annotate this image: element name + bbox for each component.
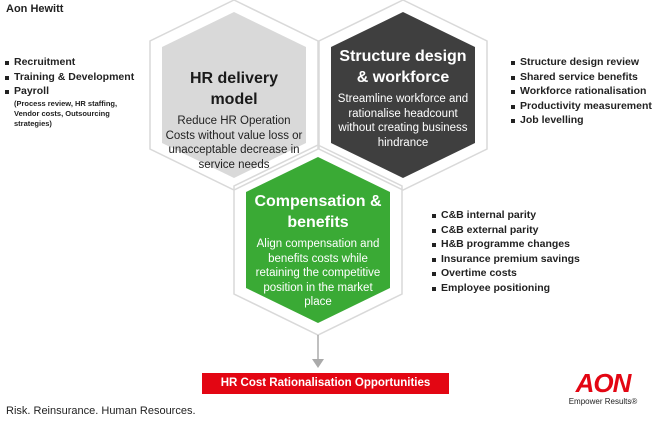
structure-hex [331,12,475,178]
hr-delivery-list: Recruitment Training & Development Payro… [4,55,152,99]
left-list-block: Recruitment Training & Development Payro… [4,55,152,129]
logo-wordmark: AON [575,368,632,398]
compensation-description: Align compensation and benefits costs wh… [255,238,381,308]
right-bottom-list-block: C&B internal parity C&B external parity … [431,208,580,295]
list-item: Recruitment [4,55,152,70]
compensation-title: Compensation & benefits [254,193,382,231]
hr-delivery-hex [162,12,306,178]
compensation-hex [246,157,390,323]
list-item: Shared service benefits [510,70,652,85]
list-item: Payroll [4,84,152,99]
list-item: Productivity measurement [510,99,652,114]
list-item: H&B programme changes [431,237,580,252]
footer-tagline: Risk. Reinsurance. Human Resources. [6,405,196,417]
structure-block: Structure design & workforce Streamline … [334,46,472,150]
list-item: Overtime costs [431,266,580,281]
payroll-note: (Process review, HR staffing, Vendor cos… [14,98,118,128]
hr-delivery-title: HR delivery model [189,70,279,108]
list-item: C&B internal parity [431,208,580,223]
structure-title: Structure design & workforce [339,48,467,86]
list-item: Job levelling [510,113,652,128]
list-item: C&B external parity [431,223,580,238]
list-item: Structure design review [510,55,652,70]
company-name: Aon Hewitt [6,3,64,15]
hr-delivery-description: Reduce HR Operation Costs without value … [165,115,303,171]
structure-list: Structure design review Shared service b… [510,55,652,128]
hr-delivery-block: HR delivery model Reduce HR Operation Co… [165,68,303,172]
opportunities-banner: HR Cost Rationalisation Opportunities [202,373,449,394]
list-item: Training & Development [4,70,152,85]
right-top-list-block: Structure design review Shared service b… [510,55,652,128]
compensation-block: Compensation & benefits Align compensati… [250,191,386,310]
list-item: Insurance premium savings [431,252,580,267]
logo-tagline: Empower Results® [568,397,638,406]
structure-hex-outline [318,0,488,191]
list-item: Employee positioning [431,281,580,296]
list-item: Workforce rationalisation [510,84,652,99]
structure-description: Streamline workforce and rationalise hea… [337,93,469,149]
aon-logo: AON Empower Results® [553,369,653,407]
compensation-list: C&B internal parity C&B external parity … [431,208,580,295]
arrow-head-icon [312,359,324,368]
